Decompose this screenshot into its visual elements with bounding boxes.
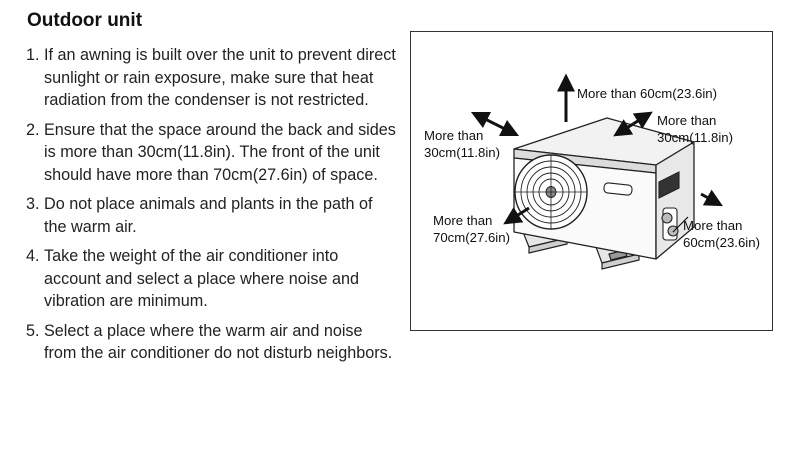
step-number: 4. [26,247,40,265]
step-text: Do not place animals and plants in the p… [44,195,373,236]
section-title: Outdoor unit [27,10,143,31]
side-leader-line [672,216,689,233]
step-text: If an awning is built over the unit to p… [44,46,396,109]
instruction-item: 1. If an awning is built over the unit t… [26,44,396,112]
outdoor-unit-illustration [470,73,723,270]
nameplate [603,182,633,196]
step-number: 3. [26,195,40,213]
front-clearance-arrow [503,206,530,225]
step-number: 5. [26,321,40,340]
step-number: 1. [26,46,40,64]
instruction-list: 1. If an awning is built over the unit t… [26,44,396,372]
clearance-diagram: More than 60cm(23.6in) More than 30cm(11… [410,31,773,331]
side-clearance-label: More than 60cm(23.6in) [683,218,760,250]
step-text: Ensure that the space around the back an… [44,120,396,184]
instruction-item: 5. Select a place where the warm air and… [26,320,396,365]
top-clearance-label: More than 60cm(23.6in) [577,86,718,101]
step-text: Select a place where the warm air and no… [44,321,393,363]
back-right-clearance-label: More than 30cm(11.8in) [657,113,733,145]
step-text: Take the weight of the air conditioner i… [44,247,359,310]
instruction-item: 2. Ensure that the space around the back… [26,119,396,187]
instruction-item: 3. Do not place animals and plants in th… [26,193,396,238]
step-number: 2. [26,120,40,139]
back-left-clearance-arrow [470,111,496,129]
back-left-clearance-label: More than 30cm(11.8in) [424,128,500,160]
side-clearance-arrow [700,189,723,207]
back-right-clearance-arrow [613,119,634,137]
clearance-arrows [470,73,723,233]
front-clearance-label: More than 70cm(27.6in) [433,213,510,245]
fan-grille [514,154,588,230]
instruction-item: 4. Take the weight of the air conditione… [26,245,396,313]
